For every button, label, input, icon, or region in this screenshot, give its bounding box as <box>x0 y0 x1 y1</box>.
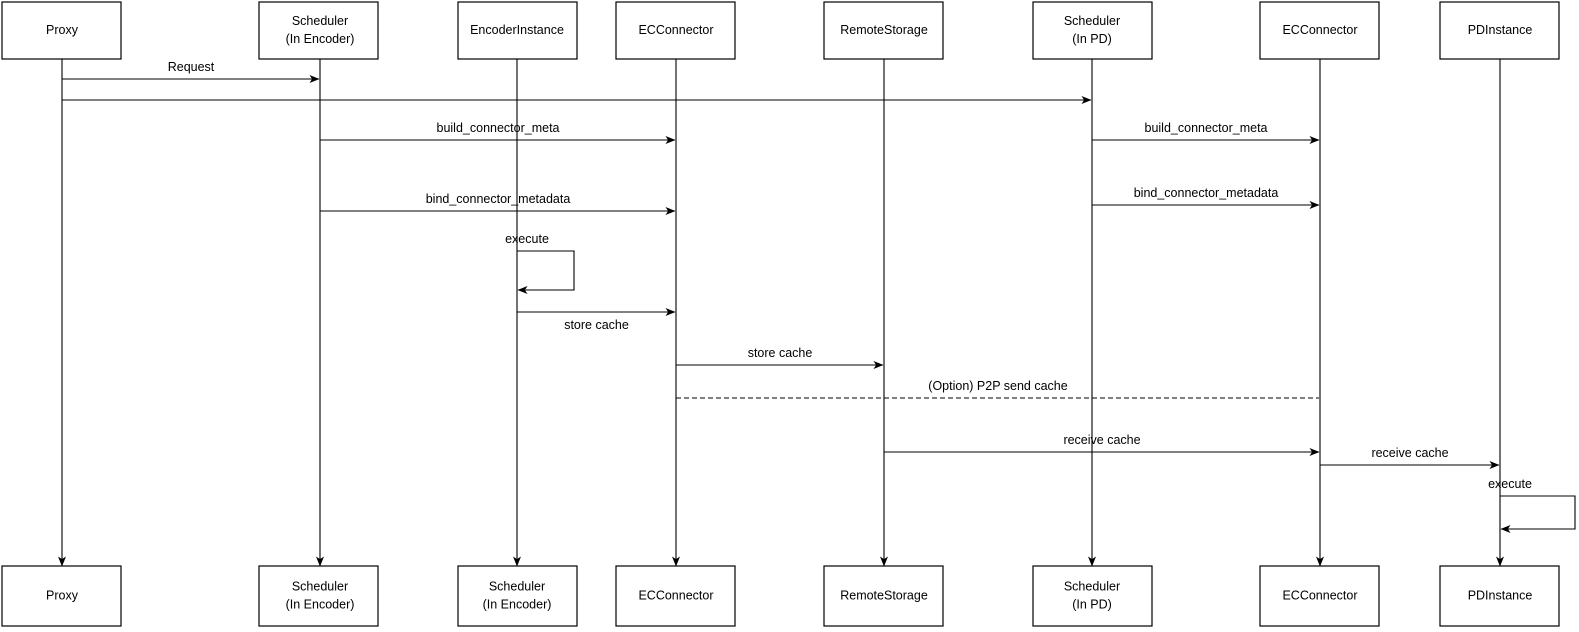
participant-label: ECConnector <box>1282 23 1357 37</box>
self-messages-layer: execute execute <box>505 232 1576 533</box>
self-message-s1[interactable]: execute <box>505 232 575 294</box>
participant-label: Scheduler <box>292 14 348 28</box>
participant-box-bottom-ecc_left[interactable]: ECConnector <box>615 565 736 627</box>
participant-box-top-sched_pd[interactable]: Scheduler (In PD) <box>1032 1 1153 60</box>
participant-box-bottom-remote[interactable]: RemoteStorage <box>823 565 944 627</box>
participant-box-top-ecc_left[interactable]: ECConnector <box>615 1 736 60</box>
self-message-path <box>1500 495 1576 533</box>
message-label: bind_connector_metadata <box>426 192 571 206</box>
message-m1[interactable]: Request <box>62 60 320 83</box>
message-m5[interactable]: bind_connector_metadata <box>320 192 676 215</box>
message-label: Request <box>168 60 215 74</box>
self-message-label: execute <box>1488 477 1532 491</box>
participant-box-top-remote[interactable]: RemoteStorage <box>823 1 944 60</box>
participant-box-top-ecc_right[interactable]: ECConnector <box>1259 1 1380 60</box>
lifelines-layer <box>58 59 1504 567</box>
message-m8[interactable]: store cache <box>676 346 884 369</box>
message-label: build_connector_meta <box>437 121 560 135</box>
participant-label: RemoteStorage <box>840 23 928 37</box>
message-m3[interactable]: build_connector_meta <box>320 121 676 144</box>
participant-label: Scheduler <box>1064 14 1120 28</box>
participant-label: Scheduler <box>1064 579 1120 593</box>
participant-label: Scheduler <box>292 579 348 593</box>
participant-box-top-proxy[interactable]: Proxy <box>1 1 122 60</box>
message-m11[interactable]: receive cache <box>1320 446 1500 469</box>
participant-box-bottom-encoder_inst[interactable]: Scheduler (In Encoder) <box>457 565 578 627</box>
participant-label: ECConnector <box>638 23 713 37</box>
message-label: receive cache <box>1063 433 1140 447</box>
participant-label: EncoderInstance <box>470 23 564 37</box>
participant-sublabel: (In PD) <box>1072 32 1112 46</box>
message-label: store cache <box>748 346 813 360</box>
messages-layer: Request build_connector_meta build_connect… <box>62 60 1500 469</box>
message-m9[interactable]: (Option) P2P send cache <box>676 379 1319 399</box>
participant-sublabel: (In Encoder) <box>483 597 552 611</box>
participant-sublabel: (In Encoder) <box>286 32 355 46</box>
bottom-participant-boxes: Proxy Scheduler (In Encoder) Scheduler (In E… <box>1 565 1560 627</box>
participant-sublabel: (In PD) <box>1072 597 1112 611</box>
participant-box-bottom-pd_inst[interactable]: PDInstance <box>1439 565 1560 627</box>
participant-label: ECConnector <box>638 588 713 602</box>
message-label: bind_connector_metadata <box>1134 186 1279 200</box>
participant-label: PDInstance <box>1468 23 1533 37</box>
participant-label: PDInstance <box>1468 588 1533 602</box>
message-m7[interactable]: store cache <box>517 308 676 332</box>
message-m10[interactable]: receive cache <box>884 433 1320 456</box>
participant-box-bottom-sched_enc[interactable]: Scheduler (In Encoder) <box>258 565 379 627</box>
participant-box-top-pd_inst[interactable]: PDInstance <box>1439 1 1560 60</box>
message-label: store cache <box>564 318 629 332</box>
self-message-path <box>517 250 575 294</box>
message-m6[interactable]: bind_connector_metadata <box>1092 186 1320 209</box>
message-label: receive cache <box>1371 446 1448 460</box>
participant-sublabel: (In Encoder) <box>286 597 355 611</box>
participant-label: Scheduler <box>489 579 545 593</box>
participant-label: RemoteStorage <box>840 588 928 602</box>
message-label: (Option) P2P send cache <box>928 379 1067 393</box>
self-message-label: execute <box>505 232 549 246</box>
participant-box-top-encoder_inst[interactable]: EncoderInstance <box>457 1 578 60</box>
participant-label: ECConnector <box>1282 588 1357 602</box>
top-participant-boxes: Proxy Scheduler (In Encoder) EncoderInstanc… <box>1 1 1560 60</box>
participant-label: Proxy <box>46 588 79 602</box>
self-message-s2[interactable]: execute <box>1488 477 1576 533</box>
participant-box-bottom-ecc_right[interactable]: ECConnector <box>1259 565 1380 627</box>
message-m4[interactable]: build_connector_meta <box>1092 121 1320 144</box>
participant-box-bottom-sched_pd[interactable]: Scheduler (In PD) <box>1032 565 1153 627</box>
participant-box-top-sched_enc[interactable]: Scheduler (In Encoder) <box>258 1 379 60</box>
participant-box-bottom-proxy[interactable]: Proxy <box>1 565 122 627</box>
participant-label: Proxy <box>46 23 79 37</box>
message-label: build_connector_meta <box>1145 121 1268 135</box>
